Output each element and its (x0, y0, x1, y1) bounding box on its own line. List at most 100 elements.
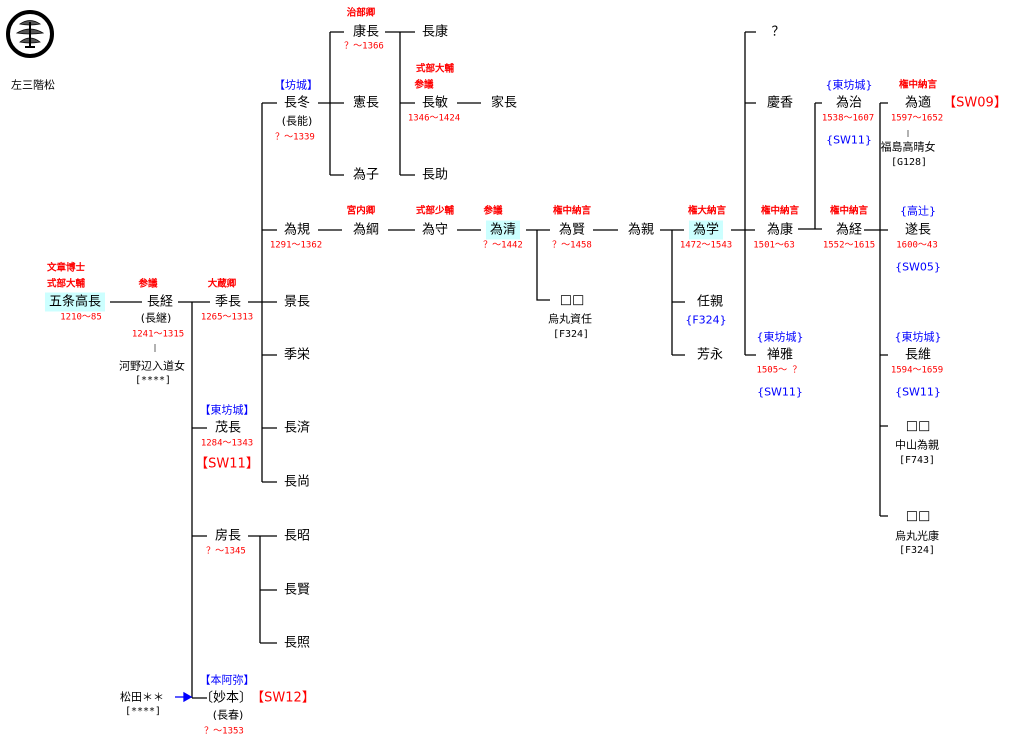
person-nagazumi[interactable]: 長済 (283, 420, 311, 436)
person-tameko[interactable]: 為子 (352, 167, 380, 183)
ref: {SW11} (826, 133, 872, 147)
alt-name: (長能) (281, 114, 313, 128)
dates: 1291～1362 (269, 240, 323, 251)
person-nagasuke[interactable]: 長助 (421, 167, 449, 183)
alt-name: (長継) (140, 311, 172, 325)
title: 参議 (483, 205, 503, 217)
title: 宮内卿 (346, 205, 376, 217)
dates: 1284～1343 (200, 438, 254, 449)
ref: {F324} (685, 313, 727, 327)
person-fusanaga[interactable]: 房長 (214, 528, 242, 544)
dates: 1505～ ？ (756, 365, 802, 376)
dates: ？～1353 (204, 726, 244, 737)
title: 文章博士 (46, 262, 86, 274)
person-nagayasu[interactable]: 長康 (421, 24, 449, 40)
ref: {SW11} (895, 385, 941, 399)
person-tamekata[interactable]: 為賢 (558, 222, 586, 238)
house-tag: 【本阿弥】 (199, 673, 255, 687)
person-tamemori[interactable]: 為守 (421, 222, 449, 238)
note: 烏丸光康 (895, 529, 939, 543)
person-nagahisa[interactable]: 長尚 (283, 474, 311, 490)
person-keiko[interactable]: 慶香 (766, 95, 794, 111)
person-tochika[interactable]: 任親 (696, 294, 724, 310)
person-ienaga[interactable]: 家長 (490, 95, 518, 111)
house-tag: {東坊城} (894, 330, 942, 344)
sw-ref[interactable]: 【SW11】 (195, 456, 259, 472)
person-unknown[interactable]: ？ (771, 24, 785, 40)
crest-label: 左三階松 (11, 78, 55, 92)
dates: 1501～63 (753, 240, 795, 251)
title: 権中納言 (552, 205, 592, 217)
person-tamenaka[interactable]: 為学 (688, 220, 724, 240)
dates: ？～1366 (344, 41, 384, 52)
dates: 1597～1652 (890, 113, 944, 124)
person-nagatsuna[interactable]: 長維 (904, 347, 932, 363)
dates: ？～1339 (275, 132, 315, 143)
title: 大蔵卿 (207, 278, 237, 290)
title: 式部大輔 (415, 63, 455, 75)
title: 式部大輔 (46, 278, 86, 290)
house-tag: {高辻} (900, 204, 936, 218)
person-tamechika[interactable]: 為親 (627, 222, 655, 238)
ref: [G128] (890, 157, 928, 168)
person-nagateru[interactable]: 長照 (283, 635, 311, 651)
person-tametsune[interactable]: 為経 (835, 222, 863, 238)
person-suenaga[interactable]: 季長 (214, 294, 242, 310)
alt-name: (長春) (212, 708, 244, 722)
spouse: 福島高晴女 (880, 140, 936, 154)
ref: [F324] (552, 329, 590, 340)
person-norinaga[interactable]: 憲長 (352, 95, 380, 111)
title: 権中納言 (829, 205, 869, 217)
pine-crest-icon (15, 20, 45, 48)
person-zenga[interactable]: 禅雅 (766, 347, 794, 363)
dates: 1594～1659 (890, 365, 944, 376)
person-takanaga[interactable]: 五条高長 (44, 292, 106, 312)
dates: 1265～1313 (200, 312, 254, 323)
person-unnamed[interactable]: □□ (905, 418, 931, 434)
person-unnamed[interactable]: □□ (905, 508, 931, 524)
dates: 1346～1424 (407, 113, 461, 124)
dates: 1210～85 (60, 312, 102, 323)
person-nagatsune[interactable]: 長経 (146, 294, 174, 310)
person-yasunaga[interactable]: 康長 (352, 24, 380, 40)
title: 治部卿 (346, 7, 376, 19)
person-nagaaki[interactable]: 長昭 (283, 528, 311, 544)
note: 中山為親 (895, 438, 939, 452)
sw-ref[interactable]: 【SW09】 (943, 95, 1007, 111)
ref: [****] (134, 375, 172, 386)
person-tsuinaga[interactable]: 遂長 (904, 222, 932, 238)
person-tamekiyo[interactable]: 為清 (485, 220, 521, 240)
title: 参議 (414, 79, 434, 91)
title: 参議 (138, 278, 158, 290)
dates: ？～1345 (206, 546, 246, 557)
person-tameharu[interactable]: 為治 (835, 95, 863, 111)
dates: 1538～1607 (821, 113, 875, 124)
note: 烏丸資任 (548, 312, 592, 326)
person-tamenori[interactable]: 為規 (283, 222, 311, 238)
house-tag: {東坊城} (825, 78, 873, 92)
ref: {SW05} (895, 260, 941, 274)
person-nagatoshi[interactable]: 長敏 (421, 95, 449, 111)
person-sueei[interactable]: 季栄 (283, 347, 311, 363)
person-myohon[interactable]: 〔妙本〕 (199, 690, 253, 706)
ref: [F324] (898, 545, 936, 556)
spouse: 河野辺入道女 (119, 359, 185, 373)
person-tametsuna[interactable]: 為綱 (352, 222, 380, 238)
person-kagenaga[interactable]: 景長 (283, 294, 311, 310)
title: 権中納言 (760, 205, 800, 217)
house-tag: {東坊城} (756, 330, 804, 344)
house-tag: 【東坊城】 (199, 403, 255, 417)
person-nagakata[interactable]: 長賢 (283, 582, 311, 598)
ref: [F743] (898, 455, 936, 466)
person-nagafuyu[interactable]: 長冬 (283, 95, 311, 111)
ref: [****] (124, 706, 162, 717)
person-unnamed[interactable]: □□ (559, 292, 585, 308)
person-tameyasu[interactable]: 為康 (766, 222, 794, 238)
title: 権中納言 (898, 79, 938, 91)
sw-ref[interactable]: 【SW12】 (251, 690, 315, 706)
person-shigenaga[interactable]: 茂長 (214, 420, 242, 436)
person-hoei[interactable]: 芳永 (696, 347, 724, 363)
person-tameyuki[interactable]: 為適 (904, 95, 932, 111)
